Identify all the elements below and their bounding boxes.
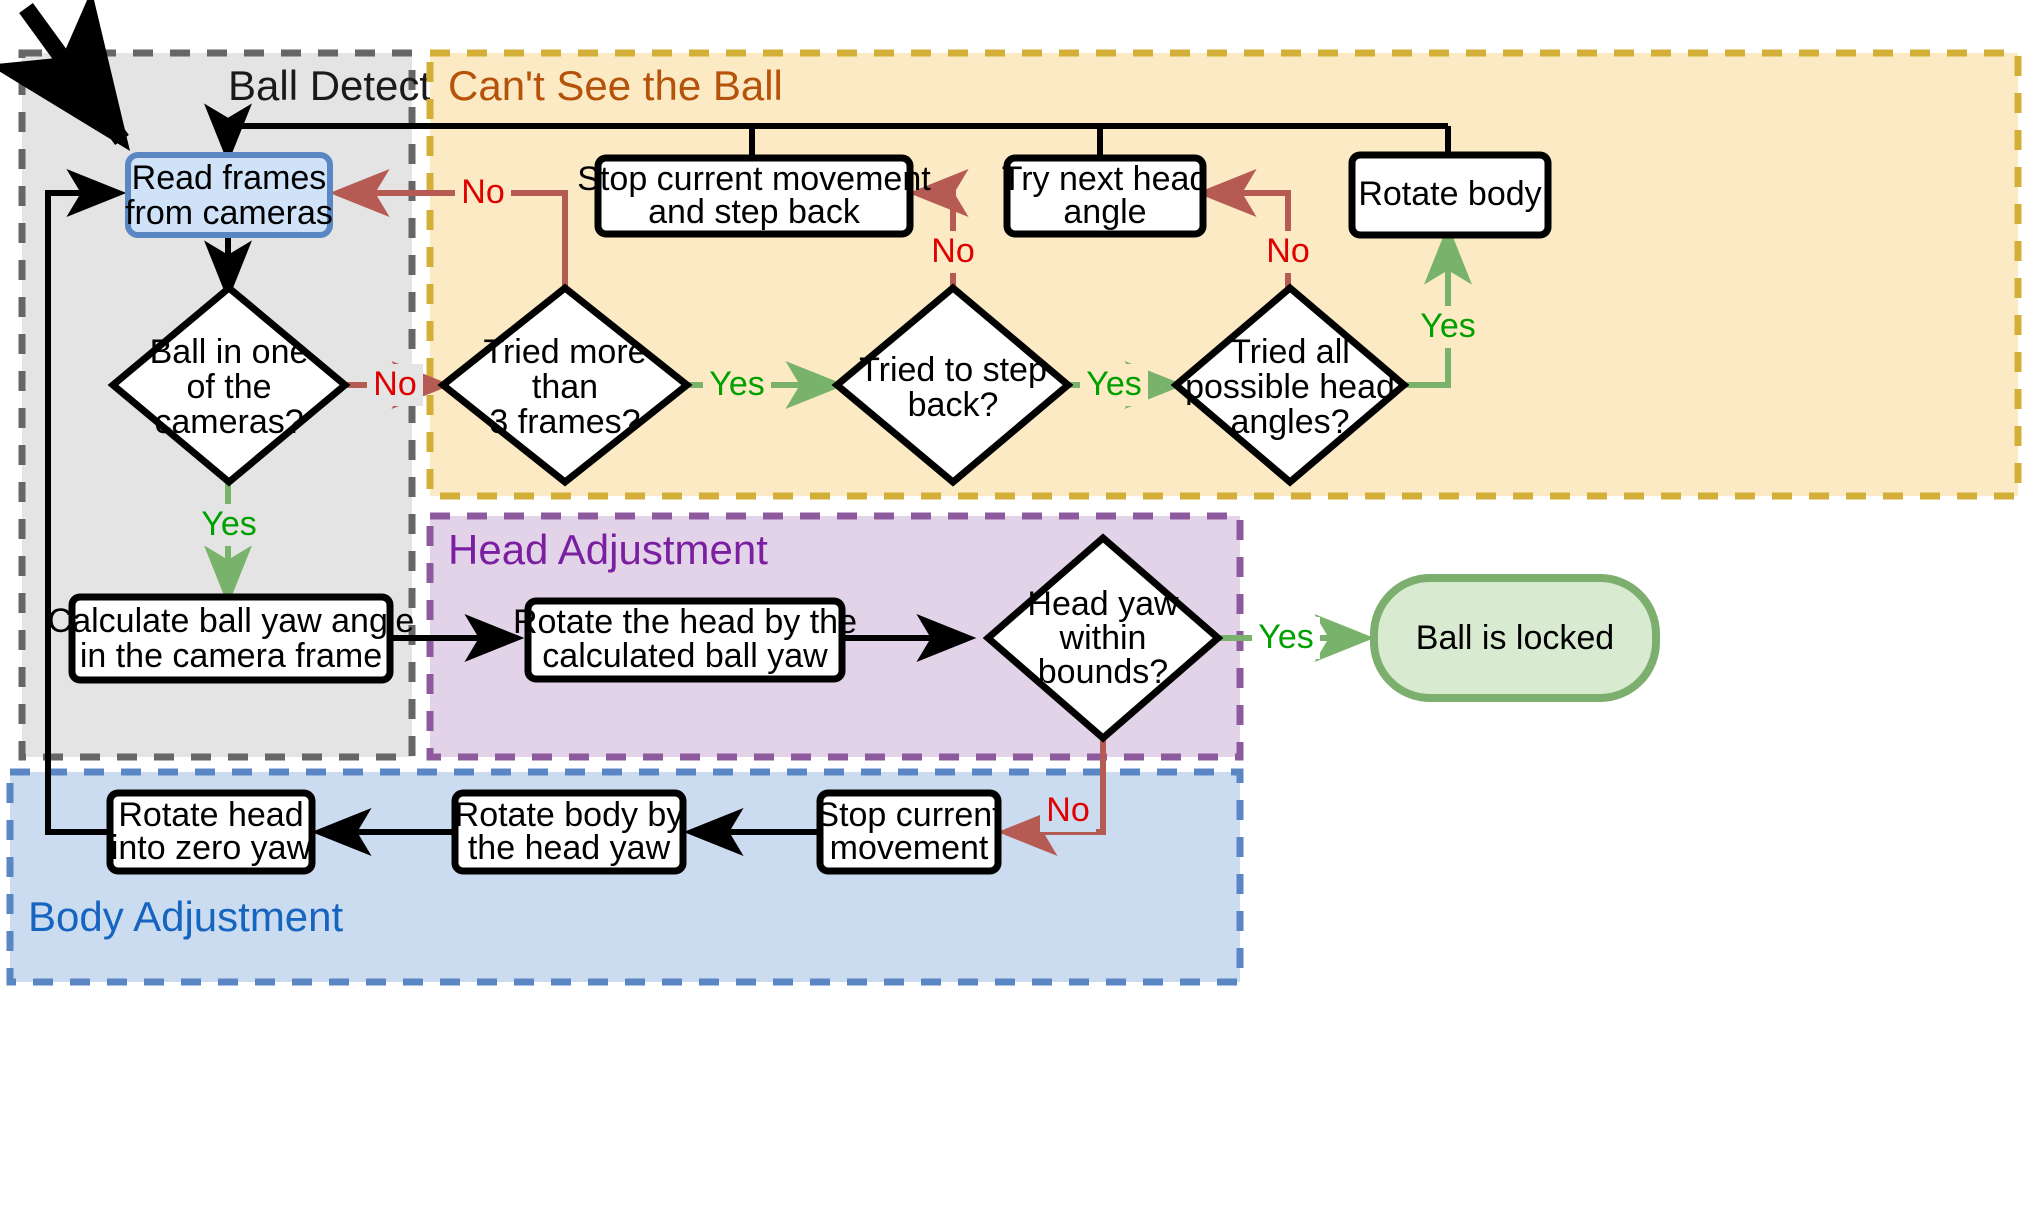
node-rotate-body-head-line-0: Rotate body by — [455, 796, 684, 834]
node-head-yaw-bounds-line-2: bounds? — [1038, 653, 1168, 691]
label-bg-stepback-yes — [1080, 364, 1148, 406]
label-bg-ball-yes — [196, 504, 262, 546]
node-ball-is-locked-label: Ball is locked — [1416, 619, 1614, 657]
node-tried-all-angles[interactable]: Tried all possible head angles? — [1170, 283, 1410, 487]
edge-label-ball-in-cameras-yes: Yes — [201, 505, 256, 543]
edge-head-yaw-bounds-no — [997, 733, 1106, 856]
node-tried-step-back[interactable]: Tried to step back? — [831, 283, 1074, 487]
node-ball-in-cameras-line-0: Ball in one — [150, 333, 309, 371]
node-read-frames[interactable]: Read frames from cameras — [125, 152, 333, 238]
node-stop-and-step-back-line-1: and step back — [648, 193, 861, 231]
node-try-next-head[interactable]: Try next head angle — [1002, 154, 1209, 238]
node-tried-all-angles-line-1: possible head — [1185, 368, 1395, 406]
node-tried-more-3-shape[interactable] — [437, 283, 693, 487]
node-try-next-head-shape[interactable] — [1003, 154, 1207, 238]
node-ball-in-cameras-line-1: of the — [186, 368, 271, 406]
node-rotate-head-zero-line-1: into zero yaw — [111, 829, 312, 867]
node-rotate-body-head[interactable]: Rotate body by the head yaw — [451, 789, 687, 875]
node-read-frames-shape[interactable] — [125, 152, 333, 238]
node-ball-in-cameras[interactable]: Ball in one of the cameras? — [107, 283, 351, 487]
node-tried-all-angles-line-0: Tried all — [1230, 333, 1350, 371]
node-rotate-body-shape[interactable] — [1348, 151, 1552, 239]
node-head-yaw-bounds-line-0: Head yaw — [1027, 585, 1179, 623]
node-tried-step-back-line-1: back? — [908, 386, 999, 424]
edge-label-tried-all-angles-yes: Yes — [1420, 307, 1475, 345]
node-tried-all-angles-line-2: angles? — [1230, 403, 1349, 441]
node-head-yaw-bounds-shape[interactable] — [982, 533, 1224, 743]
node-stop-and-step-back[interactable]: Stop current movement and step back — [577, 154, 931, 238]
node-ball-in-cameras-shape[interactable] — [107, 283, 351, 487]
node-head-yaw-bounds-line-1: within — [1059, 619, 1147, 657]
node-stop-movement-line-1: movement — [830, 829, 989, 867]
edge-label-head-yaw-bounds-no: No — [1046, 791, 1089, 829]
node-tried-more-3-line-0: Tried more — [483, 333, 646, 371]
edge-tried-more-3-no — [329, 169, 568, 293]
group-body-adjustment-title: Body Adjustment — [28, 893, 344, 940]
node-tried-more-3-line-1: than — [532, 368, 598, 406]
node-ball-is-locked[interactable]: Ball is locked — [1370, 574, 1660, 702]
node-stop-movement-line-0: Stop current — [816, 796, 1002, 834]
node-stop-and-step-back-shape[interactable] — [594, 154, 914, 238]
label-bg-tried3-no — [455, 172, 511, 214]
label-bg-stepback-no — [925, 231, 981, 273]
node-calc-ball-yaw-line-0: Calculate ball yaw angle — [48, 602, 415, 640]
node-calc-ball-yaw-line-1: in the camera frame — [80, 637, 382, 675]
label-bg-bounds-yes — [1252, 617, 1320, 659]
node-head-yaw-bounds[interactable]: Head yaw within bounds? — [982, 533, 1224, 743]
node-calc-ball-yaw-shape[interactable] — [68, 593, 394, 684]
edge-label-tried-step-back-yes: Yes — [1086, 365, 1141, 403]
node-tried-all-angles-shape[interactable] — [1170, 283, 1410, 487]
node-rotate-head-yaw-line-0: Rotate the head by the — [513, 603, 857, 641]
group-head-adjustment-title: Head Adjustment — [448, 526, 768, 573]
label-bg-angles-no — [1260, 231, 1316, 273]
edge-entry-to-read-frames — [0, 0, 130, 151]
node-rotate-body-head-shape[interactable] — [451, 789, 687, 875]
edge-label-tried-step-back-no: No — [931, 232, 974, 270]
node-rotate-head-zero[interactable]: Rotate head into zero yaw — [106, 789, 316, 875]
node-tried-step-back-shape[interactable] — [831, 283, 1074, 487]
edge-label-ball-in-cameras-no: No — [373, 365, 416, 403]
edge-label-tried-all-angles-no: No — [1266, 232, 1309, 270]
node-rotate-body-line-0: Rotate body — [1358, 175, 1541, 213]
node-stop-movement[interactable]: Stop current movement — [816, 789, 1002, 875]
node-read-frames-line-1: from cameras — [125, 194, 333, 232]
node-rotate-head-yaw-shape[interactable] — [524, 597, 846, 683]
edge-label-tried-more-3-no: No — [461, 173, 504, 211]
node-ball-is-locked-shape[interactable] — [1370, 574, 1660, 702]
node-calc-ball-yaw[interactable]: Calculate ball yaw angle in the camera f… — [48, 593, 415, 684]
edge-rotate-head-zero-to-read-frames — [45, 169, 127, 835]
label-bg-angles-yes — [1414, 306, 1482, 348]
node-rotate-head-zero-shape[interactable] — [106, 789, 316, 875]
node-try-next-head-line-1: angle — [1063, 193, 1146, 231]
node-read-frames-line-0: Read frames — [132, 159, 327, 197]
node-try-next-head-line-0: Try next head — [1002, 160, 1209, 198]
node-tried-step-back-line-0: Tried to step — [859, 351, 1047, 389]
group-cant-see-ball-title: Can't See the Ball — [448, 62, 783, 109]
edge-tried-all-angles-yes — [1404, 224, 1472, 388]
node-tried-more-3-line-2: 3 frames? — [489, 403, 640, 441]
label-bg-ball-no — [367, 364, 423, 406]
label-bg-bounds-no — [1040, 790, 1096, 832]
node-stop-and-step-back-line-0: Stop current movement — [577, 160, 931, 198]
node-rotate-head-yaw-line-1: calculated ball yaw — [542, 637, 828, 675]
label-bg-tried3-yes — [703, 364, 771, 406]
node-rotate-head-yaw[interactable]: Rotate the head by the calculated ball y… — [513, 597, 857, 683]
node-stop-movement-shape[interactable] — [816, 789, 1002, 875]
node-tried-more-3[interactable]: Tried more than 3 frames? — [437, 283, 693, 487]
edge-label-head-yaw-bounds-yes: Yes — [1258, 618, 1313, 656]
node-ball-in-cameras-line-2: cameras? — [154, 403, 303, 441]
edge-label-tried-more-3-yes: Yes — [709, 365, 764, 403]
node-rotate-head-zero-line-0: Rotate head — [118, 796, 303, 834]
node-rotate-body-head-line-1: the head yaw — [468, 829, 671, 867]
node-rotate-body[interactable]: Rotate body — [1348, 151, 1552, 239]
